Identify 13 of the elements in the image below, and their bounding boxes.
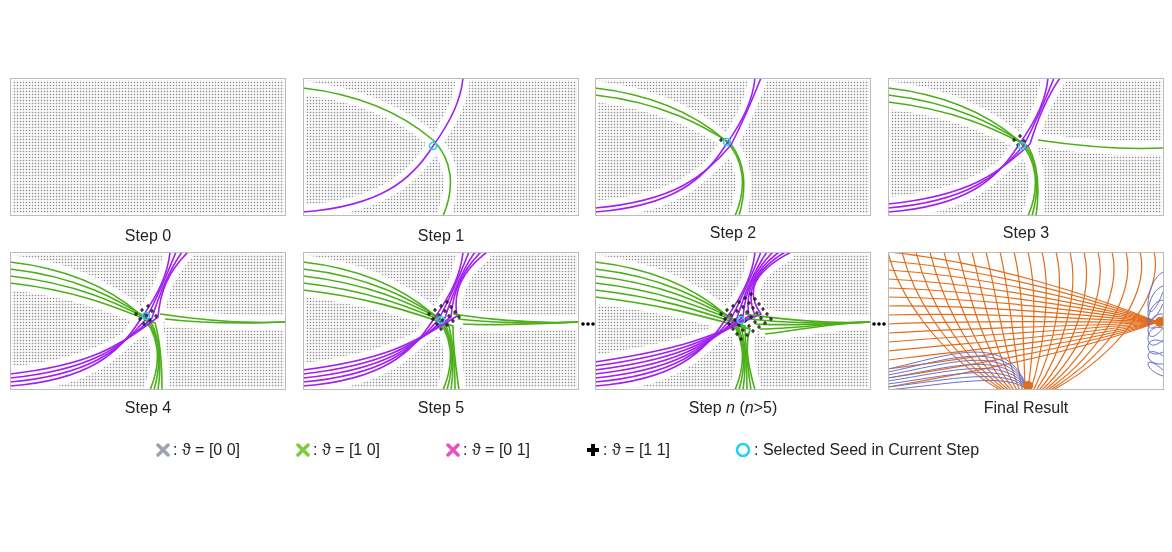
legend-text: : Selected Seed in Current Step — [754, 440, 980, 460]
step-caption: Step 5 — [417, 398, 465, 418]
step-caption: Step n (n>5) — [688, 398, 778, 418]
step-caption: Final Result — [983, 398, 1069, 418]
step-caption: Step 1 — [417, 226, 465, 246]
step-caption: Step 2 — [709, 223, 757, 243]
legend-text: : ϑ = [0 0] — [173, 440, 240, 460]
legend-text: : ϑ = [1 1] — [603, 440, 670, 460]
step-caption: Step 0 — [124, 226, 172, 246]
legend-text: : ϑ = [0 1] — [463, 440, 530, 460]
step-caption: Step 4 — [124, 398, 172, 418]
step-caption: Step 3 — [1002, 223, 1050, 243]
legend-text: : ϑ = [1 0] — [313, 440, 380, 460]
